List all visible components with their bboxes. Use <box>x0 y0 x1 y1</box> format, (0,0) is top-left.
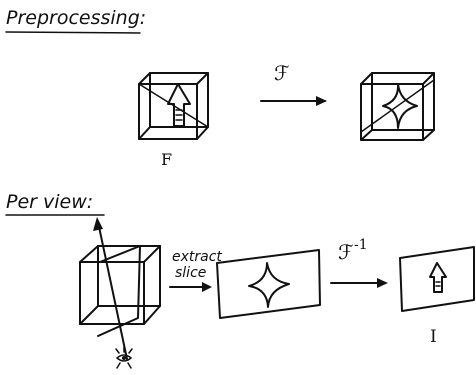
spectrum-cube-edges <box>360 72 435 141</box>
view-direction-arrowhead <box>93 217 103 231</box>
star-spectrum-icon <box>382 83 418 129</box>
projection-image <box>399 246 475 312</box>
transform-arrow <box>260 96 327 106</box>
spectrum-cube <box>360 72 435 141</box>
extract-slice-arrow <box>169 282 212 292</box>
spectrum-cube-back <box>371 72 435 131</box>
extracted-slice-frame <box>216 249 321 319</box>
arrow-object-projection-icon <box>429 262 447 293</box>
eye-icon <box>115 346 133 369</box>
volume-cube-f <box>138 72 209 140</box>
view-cube-edges <box>79 245 161 325</box>
arrow-object-icon <box>167 83 191 127</box>
view-slice-plane <box>97 245 141 337</box>
volume-cube-per-view <box>79 217 161 360</box>
inverse-transform-exponent: -1 <box>354 237 368 253</box>
preprocessing-underline <box>5 31 141 34</box>
view-cube-back <box>97 245 161 307</box>
projection-image-frame <box>399 246 475 312</box>
view-cube-front <box>79 261 145 325</box>
cube-front-face <box>138 83 198 140</box>
spectrum-cube-front <box>360 83 424 141</box>
preprocessing-heading: Preprocessing: <box>6 7 146 29</box>
extract-label: extract <box>172 249 222 265</box>
cube-edges <box>138 72 209 140</box>
star-spectrum-slice-icon <box>248 262 290 308</box>
inverse-transform-arrow <box>330 278 388 288</box>
image-label-i: I <box>430 327 437 347</box>
volume-label-f: F <box>161 150 172 169</box>
view-direction-line <box>97 221 128 360</box>
fourier-transform-label: ℱ <box>274 61 290 85</box>
inverse-transform-symbol: ℱ <box>338 240 354 264</box>
spectrum-slice-line <box>360 79 435 133</box>
extracted-slice <box>216 249 321 319</box>
slice-label: slice <box>175 265 206 281</box>
per-view-heading: Per view: <box>6 191 93 213</box>
